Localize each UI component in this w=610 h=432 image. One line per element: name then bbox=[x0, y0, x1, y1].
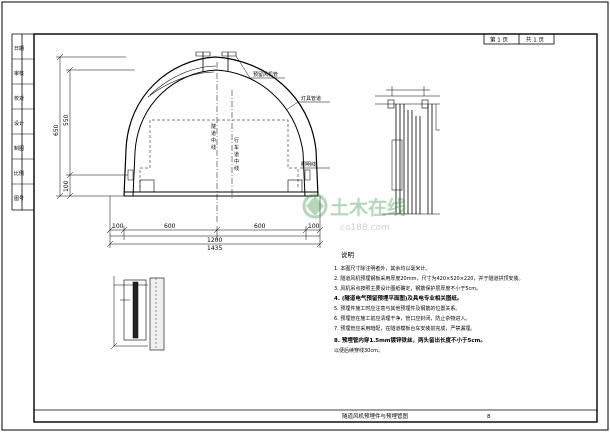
watermark-url: co188.com bbox=[340, 223, 390, 233]
dim-height-100: 100 bbox=[63, 180, 70, 192]
left-title-strip: 日期 审核 校对 设计 制图 比例 图号 bbox=[11, 33, 34, 211]
horizontal-dims bbox=[106, 196, 324, 248]
note-item: 以便后续穿线30cm。 bbox=[334, 347, 383, 354]
label-tunnel-centerline: 隧道中线 bbox=[211, 123, 216, 151]
dim-width-left-100: 100 bbox=[112, 223, 124, 230]
dim-height-650: 650 bbox=[53, 124, 60, 136]
total-label: 共 1 页 bbox=[526, 36, 544, 44]
note-item: 4. (隧道电气预留预埋平面图)及具电专业相关图纸。 bbox=[334, 294, 462, 302]
strip-label-7: 图号 bbox=[14, 196, 24, 202]
note-item: 8. 预埋管内穿1.5mm镀锌铁丝，两头留出长度不小于5cm。 bbox=[334, 336, 486, 344]
dim-width-left-600: 600 bbox=[164, 223, 176, 230]
dim-width-1200: 1200 bbox=[207, 237, 222, 244]
strip-label-3: 校对 bbox=[14, 95, 24, 102]
dim-height-550: 550 bbox=[63, 114, 70, 126]
note-item: 6. 预埋管在施工前应清理干净，管口应封闭，防止杂物进入。 bbox=[334, 315, 470, 322]
watermark: 土木在线 co188.com bbox=[302, 193, 406, 233]
callout-fan-pipe: 预留风机管 bbox=[253, 71, 278, 78]
anchor-detail bbox=[110, 276, 165, 351]
callout-leaders bbox=[235, 55, 330, 169]
drawing-title: 隧道风机预埋件与预埋管图 bbox=[342, 412, 409, 420]
strip-label-2: 审核 bbox=[14, 70, 24, 77]
dim-width-1435: 1435 bbox=[207, 245, 222, 252]
vertical-dims bbox=[56, 53, 135, 200]
note-item: 5. 预埋件施工时应注意与其他预埋件及钢筋的位置关系。 bbox=[334, 305, 460, 312]
label-lane-centerline: 行车道中线 bbox=[234, 137, 239, 172]
page-number-box: 第 1 页 共 1 页 bbox=[483, 33, 555, 45]
page-label: 第 1 页 bbox=[490, 36, 508, 44]
strip-label-1: 日期 bbox=[14, 46, 24, 52]
pipe-detail bbox=[375, 86, 440, 215]
inner-border bbox=[33, 33, 598, 423]
note-item: 7. 预埋管应采用暗配，在隧道模板台车安装前完成，严禁漏埋。 bbox=[334, 325, 475, 332]
callout-lighting-line: 照明线 bbox=[301, 161, 316, 168]
notes-block: 说明 1. 本图尺寸除注明者外，其余均以毫米计。 2. 隧道风机预埋钢板采用厚度… bbox=[334, 250, 523, 354]
dim-width-right-100: 100 bbox=[308, 223, 320, 230]
drawing-number: 8 bbox=[487, 414, 491, 420]
watermark-logo-icon bbox=[302, 193, 328, 219]
note-item: 2. 隧道风机预埋钢板采用厚度20mm，尺寸为420×520×220，并于隧道拱… bbox=[334, 275, 523, 282]
strip-label-4: 设计 bbox=[14, 120, 24, 127]
watermark-brand: 土木在线 bbox=[330, 196, 406, 219]
strip-label-5: 制图 bbox=[14, 145, 24, 152]
note-item: 3. 风机吊点按照主要设计图纸确定，钢筋保护层厚度不小于5cm。 bbox=[334, 285, 481, 292]
note-item: 1. 本图尺寸除注明者外，其余均以毫米计。 bbox=[334, 265, 430, 272]
strip-label-6: 比例 bbox=[14, 170, 24, 177]
bottom-title-block: 隧道风机预埋件与预埋管图 8 bbox=[34, 409, 597, 420]
callout-lamp-pipe: 灯具管道 bbox=[301, 95, 321, 102]
tunnel-section bbox=[123, 51, 319, 222]
notes-heading: 说明 bbox=[341, 250, 355, 259]
dim-width-right-600: 600 bbox=[254, 223, 266, 230]
